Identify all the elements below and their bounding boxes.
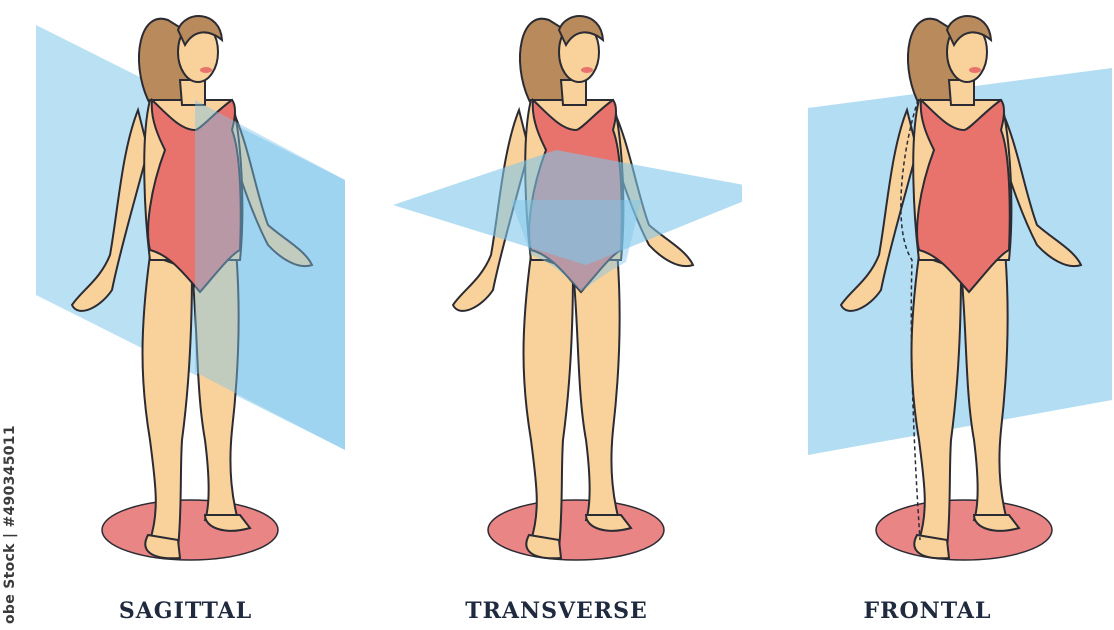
plane-label-frontal: FRONTAL [742,598,1113,624]
neck [561,80,586,105]
lips [200,67,212,73]
lips [581,67,593,73]
sagittal-panel: SAGITTAL [0,0,371,630]
floor-disc [488,500,664,560]
lips [969,67,981,73]
floor-disc [876,500,1052,560]
transverse-panel: TRANSVERSE [371,0,742,630]
frontal-figure [742,0,1113,630]
neck [949,80,974,105]
plane-label-sagittal: SAGITTAL [0,598,371,624]
plane-label-transverse: TRANSVERSE [371,598,742,624]
transverse-plane [393,150,742,265]
floor-disc [102,500,278,560]
frontal-panel: FRONTAL [742,0,1113,630]
neck [180,80,205,105]
sagittal-figure [0,0,371,630]
transverse-figure [371,0,742,630]
